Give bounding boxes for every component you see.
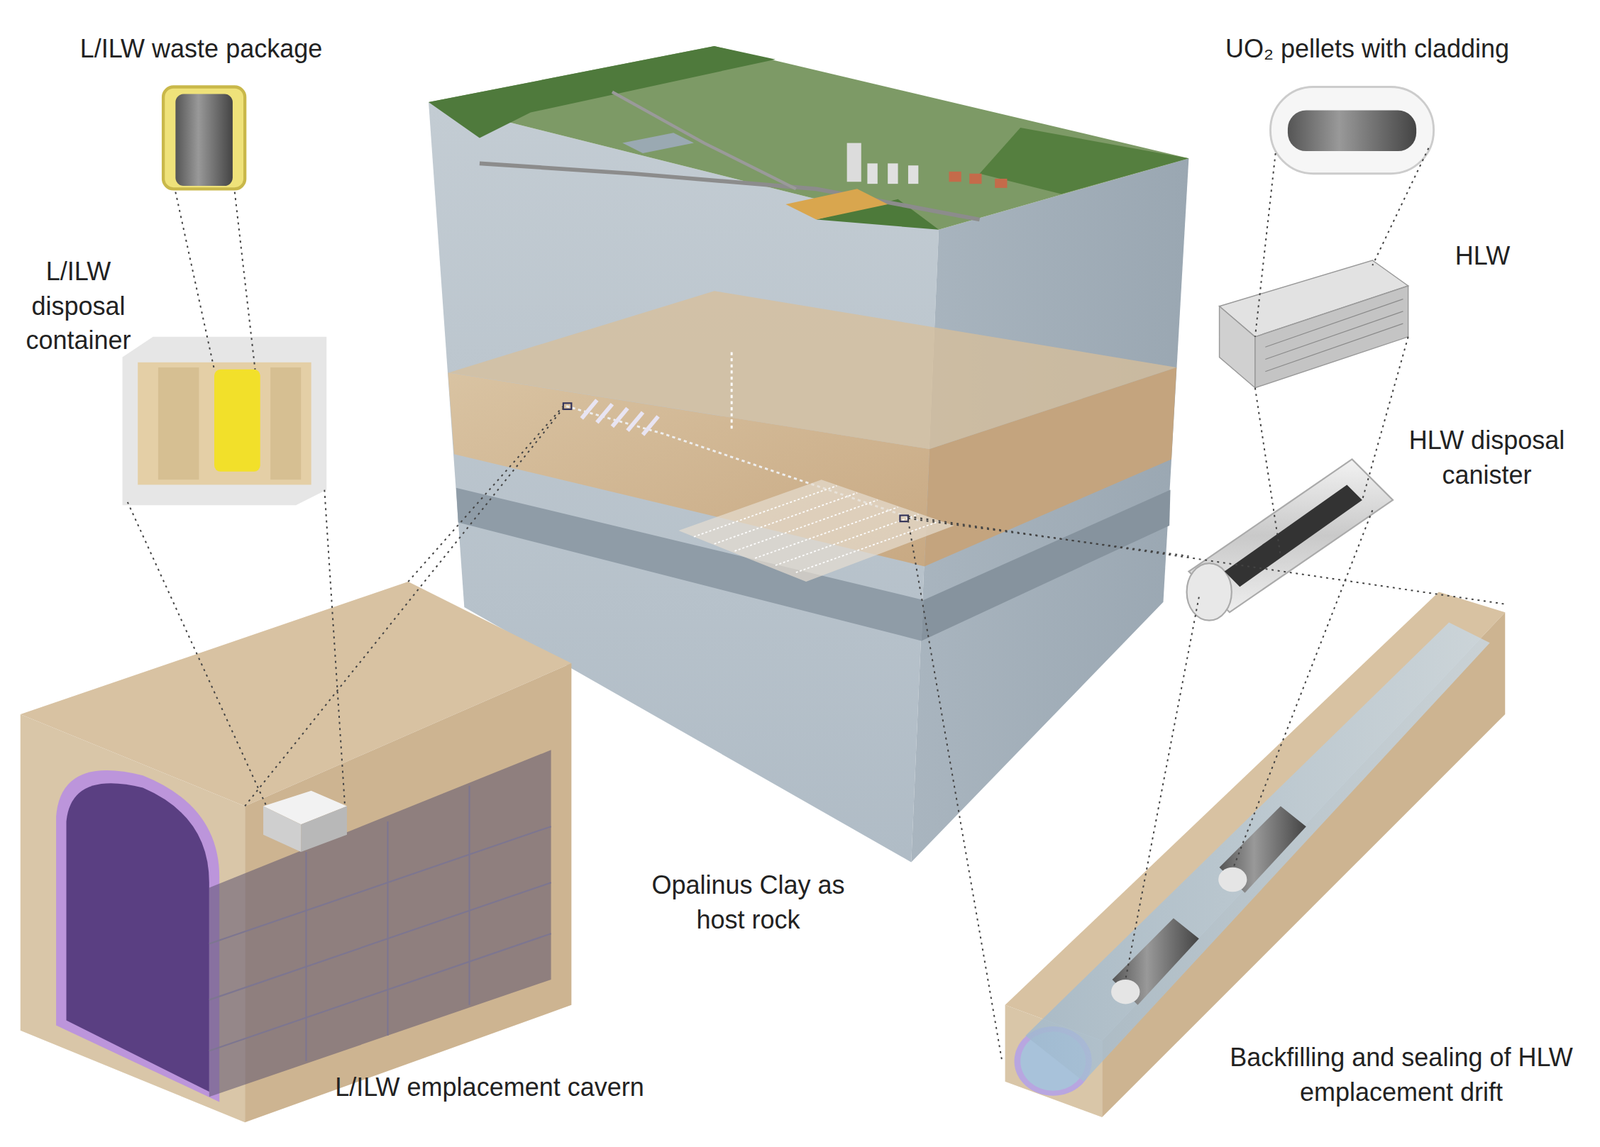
hlw-label: HLW — [1441, 239, 1524, 274]
drift-label: Backfilling and sealing of HLW emplaceme… — [1225, 1040, 1578, 1110]
host-rock-label: Opalinus Clay as host rock — [651, 868, 846, 938]
hlw-bundle-icon — [1219, 260, 1409, 389]
lilw-cavern — [20, 581, 572, 1123]
container-label: L/ILW disposal container — [7, 254, 150, 359]
leader-lines — [127, 148, 1505, 1062]
disposal-container-icon — [122, 337, 328, 506]
canister-icon — [1187, 459, 1394, 621]
cavern-label: L/ILW emplacement cavern — [275, 1070, 704, 1106]
canister-label: HLW disposal canister — [1394, 423, 1579, 493]
waste-package-icon — [163, 87, 245, 190]
pellet-icon — [1270, 87, 1434, 174]
pellet-label: UO₂ pellets with cladding — [1183, 31, 1552, 67]
hlw-drift — [1005, 591, 1506, 1118]
package-label: L/ILW waste package — [32, 31, 370, 67]
